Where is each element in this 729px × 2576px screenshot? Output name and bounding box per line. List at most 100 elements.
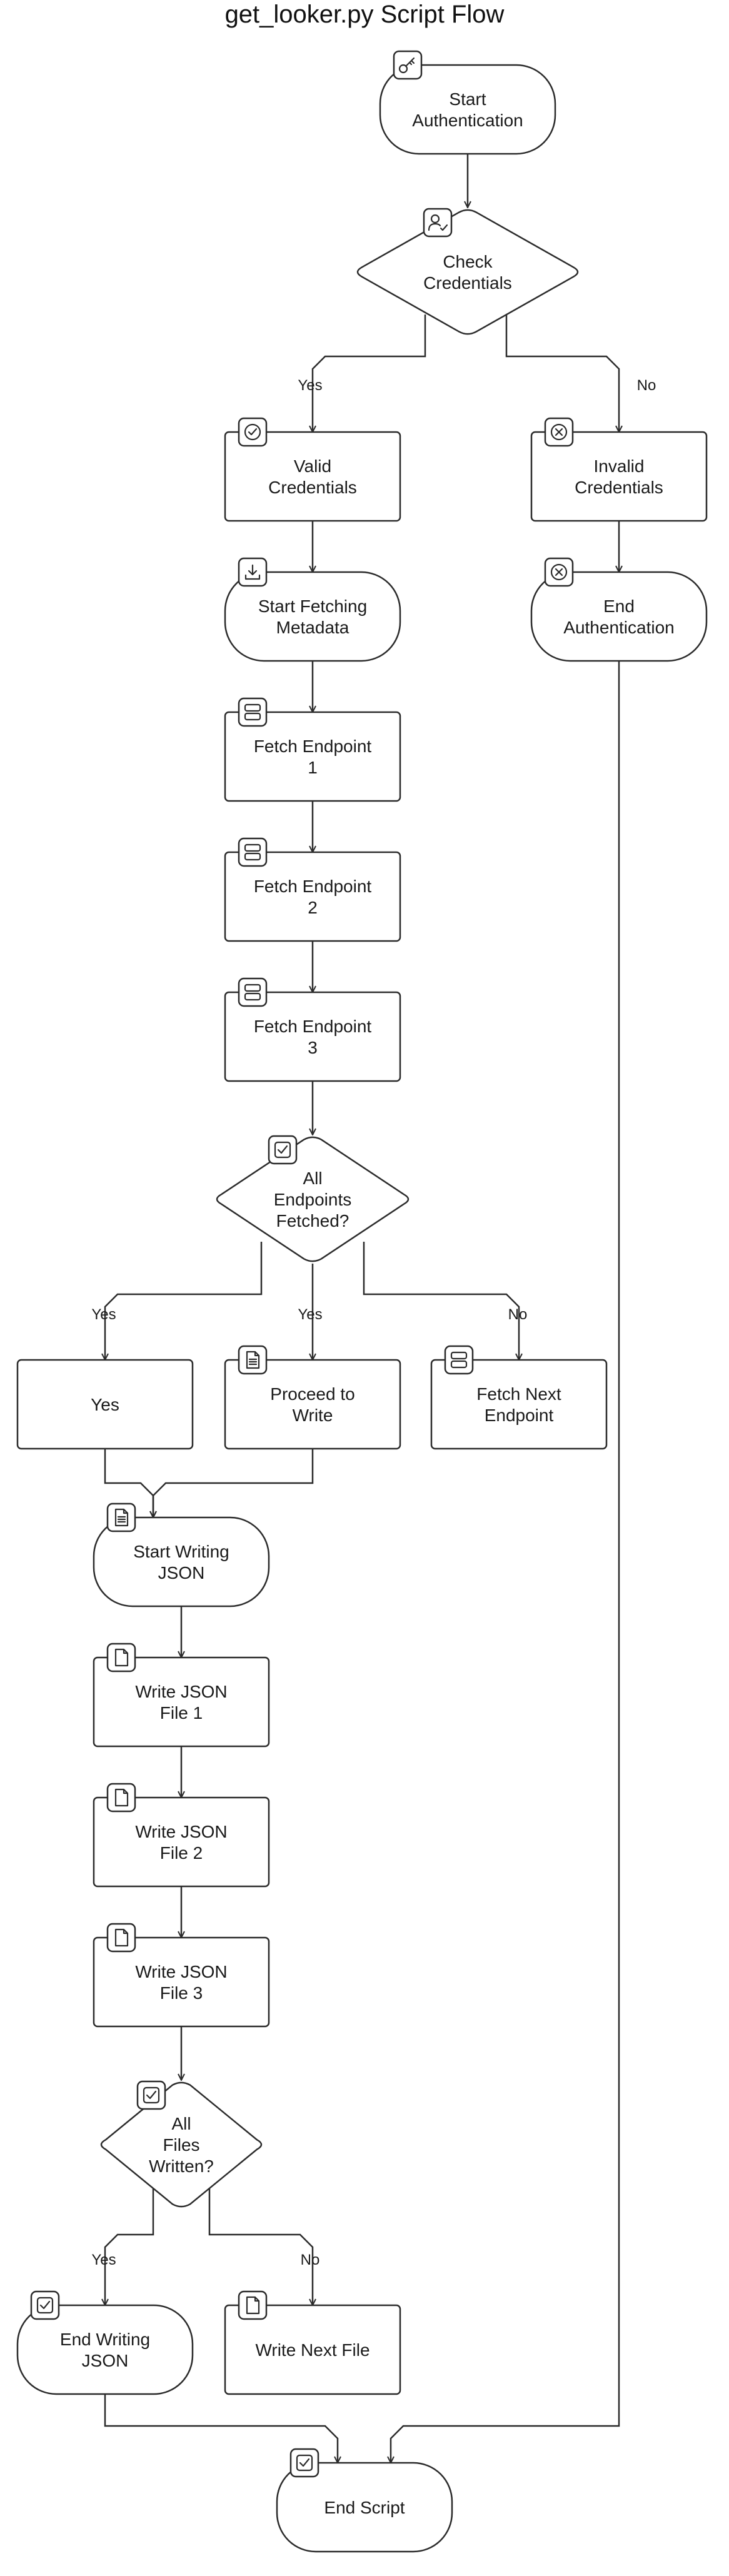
file-icon <box>106 1923 136 1953</box>
edge-all-written-to-end-write <box>105 2184 154 2305</box>
node-label: Start Writing <box>133 1542 229 1561</box>
server-icon <box>444 1345 474 1375</box>
node-label: All <box>171 2114 191 2133</box>
edge-label: Yes <box>298 377 322 394</box>
node-label: Write <box>293 1406 333 1425</box>
node-label: 2 <box>308 898 318 917</box>
edge-label: No <box>637 377 656 394</box>
node-write1: Write JSON File 1 <box>93 1643 270 1748</box>
node-proceed: Proceed to Write <box>224 1345 401 1450</box>
node-label: Files <box>163 2135 199 2155</box>
process-box <box>224 1359 401 1450</box>
node-label: Start Fetching <box>258 596 367 616</box>
user-check-icon <box>423 208 453 238</box>
process-box <box>93 1656 270 1748</box>
terminal-box <box>16 2304 194 2395</box>
node-label: Credentials <box>575 478 663 497</box>
process-box <box>224 991 401 1082</box>
edge-label: No <box>508 1306 528 1323</box>
node-label: Invalid <box>594 456 645 476</box>
node-label: Fetch Next <box>476 1384 561 1404</box>
x-circle-icon <box>544 417 574 447</box>
process-box <box>224 711 401 802</box>
node-label: Endpoint <box>485 1406 554 1425</box>
node-label: File 1 <box>160 1703 203 1723</box>
edge-end-auth-to-end-script <box>391 661 620 2463</box>
node-label: Endpoints <box>274 1190 352 1209</box>
node-label: Authentication <box>412 111 523 130</box>
node-label: 3 <box>308 1038 318 1057</box>
node-label: Write JSON <box>135 1682 227 1701</box>
node-end-script: End Script <box>276 2448 453 2553</box>
terminal-box <box>379 64 556 155</box>
server-icon <box>238 977 268 1007</box>
process-box <box>530 431 708 522</box>
edge-all-written-to-write-next <box>208 2184 313 2305</box>
node-label: Credentials <box>423 273 512 293</box>
server-icon <box>238 697 268 727</box>
node-label: End Writing <box>60 2330 150 2349</box>
edge-label: Yes <box>91 2251 116 2268</box>
process-box <box>224 431 401 522</box>
edge-all-fetched-to-yes-box <box>105 1242 263 1360</box>
terminal-box <box>224 571 401 662</box>
terminal-box <box>276 2462 453 2553</box>
decision-diamond <box>216 1136 410 1262</box>
node-label: End <box>603 596 635 616</box>
node-label: Start <box>449 89 486 109</box>
key-icon <box>393 50 423 80</box>
file-text-icon <box>106 1502 136 1532</box>
node-label: Proceed to <box>270 1384 354 1404</box>
node-fetch1: Fetch Endpoint 1 <box>224 697 401 802</box>
terminal-box <box>530 571 708 662</box>
node-label: Check <box>443 252 493 271</box>
diagram-title: get_looker.py Script Flow <box>225 1 505 28</box>
edge-all-fetched-to-fetch-next <box>363 1242 519 1360</box>
node-write-next: Write Next File <box>224 2290 401 2395</box>
node-label: Write JSON <box>135 1822 227 1841</box>
edge-check-creds-to-invalid-creds <box>505 314 619 432</box>
process-box <box>93 1936 270 2028</box>
check-square-icon <box>136 2080 166 2110</box>
file-text-icon <box>238 1345 268 1375</box>
node-label: JSON <box>158 1563 205 1582</box>
edge-check-creds-to-valid-creds <box>313 314 426 432</box>
process-box <box>93 1796 270 1888</box>
node-label: Fetch Endpoint <box>254 1017 372 1036</box>
check-circle-icon <box>238 417 268 447</box>
node-yes-box: Yes <box>16 1359 194 1450</box>
terminal-box <box>93 1516 270 1607</box>
node-label: File 3 <box>160 1983 203 2003</box>
node-label: Write Next File <box>255 2340 370 2360</box>
node-label: 1 <box>308 758 318 777</box>
node-label: All <box>303 1169 322 1188</box>
nodes-layer: StartAuthenticationCheckCredentialsValid… <box>16 50 708 2553</box>
edge-proceed-to-start-write <box>153 1449 314 1517</box>
process-box <box>224 851 401 942</box>
process-box <box>16 1359 194 1450</box>
node-label: Fetched? <box>276 1211 349 1230</box>
node-fetch3: Fetch Endpoint 3 <box>224 977 401 1082</box>
check-square-icon <box>30 2290 60 2320</box>
decision-diamond <box>100 2081 263 2208</box>
edge-end-write-to-end-script <box>104 2394 338 2463</box>
file-icon <box>106 1643 136 1673</box>
node-label: Fetch Endpoint <box>254 877 372 896</box>
node-label: Fetch Endpoint <box>254 737 372 756</box>
download-icon <box>238 557 268 587</box>
node-fetch2: Fetch Endpoint 2 <box>224 837 401 942</box>
check-square-icon <box>268 1135 298 1165</box>
process-box <box>224 2304 401 2395</box>
